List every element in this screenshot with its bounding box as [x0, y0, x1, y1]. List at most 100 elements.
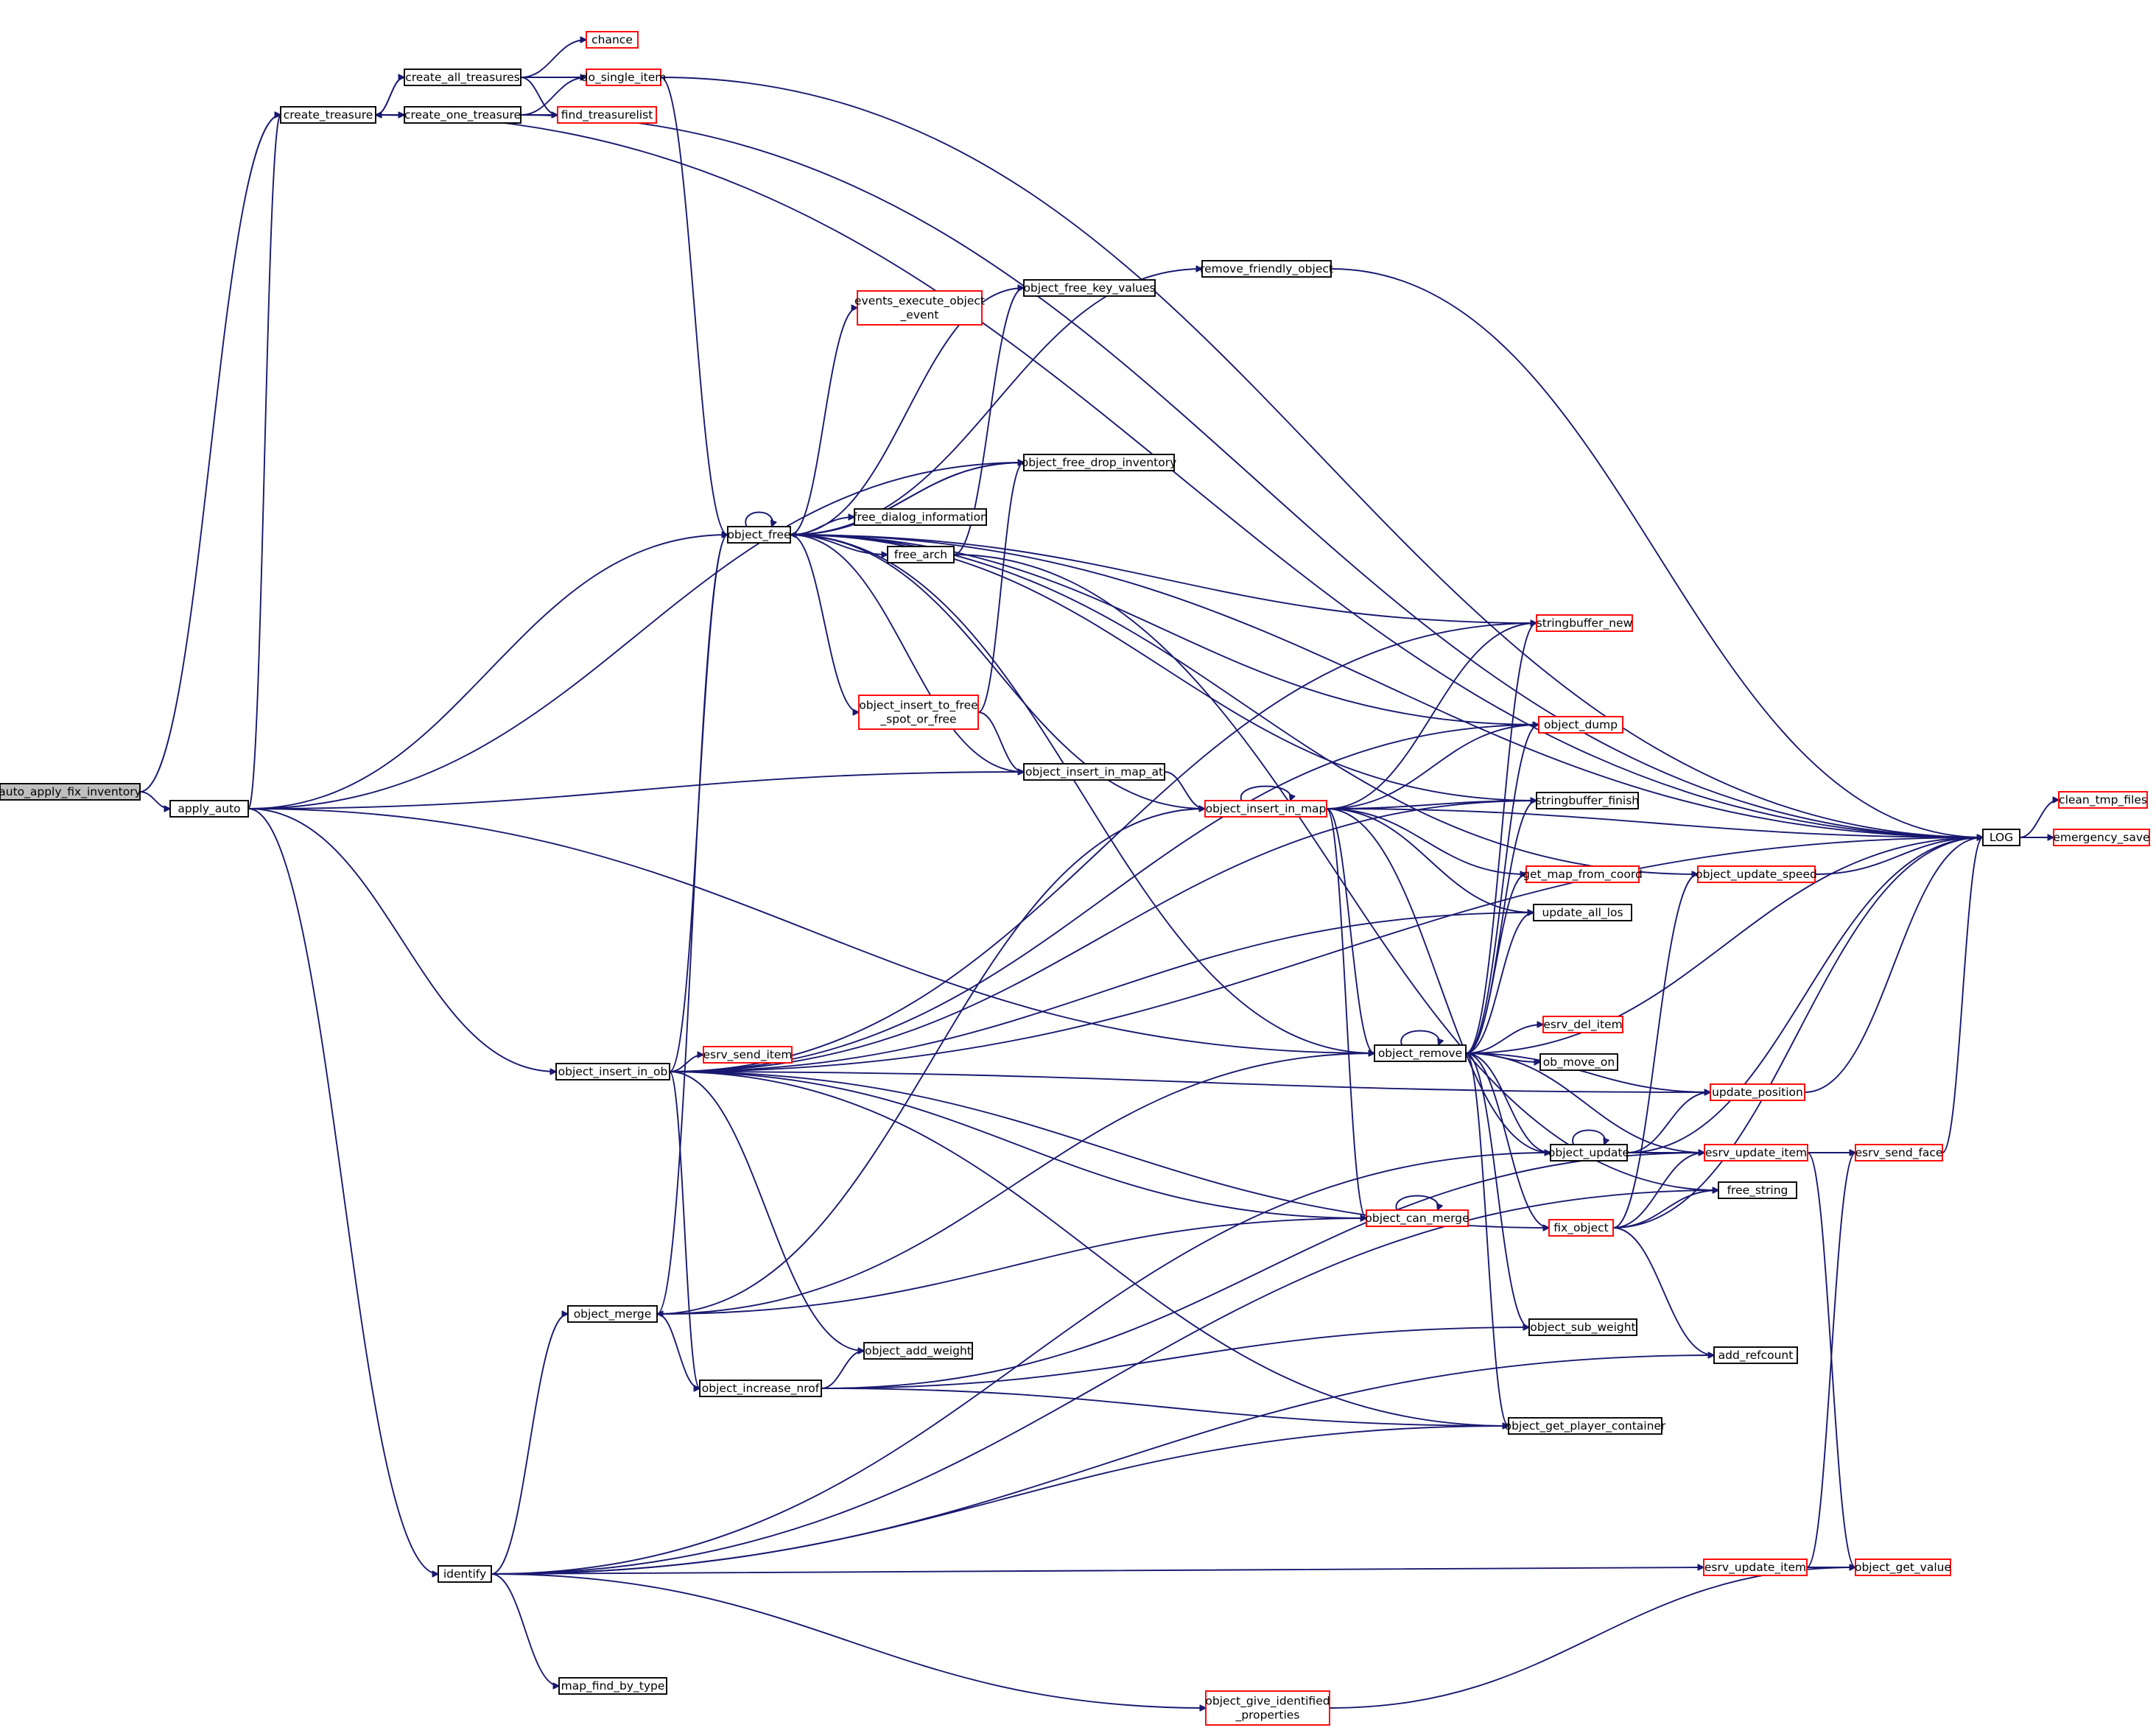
node-label: _event: [900, 309, 939, 323]
edge-path: [1465, 1053, 1551, 1153]
node-object-remove[interactable]: object_remove: [1374, 1044, 1467, 1062]
edge-path: [1400, 1030, 1439, 1046]
call-edge-object_merge-to-object_can_merge: [656, 1218, 1366, 1315]
node-esrv-update-item[interactable]: esrv_update_item: [1704, 1144, 1808, 1162]
call-edge-create_treasure-to-LOG: [375, 114, 1983, 837]
node-esrv-send-face[interactable]: esrv_send_face: [1855, 1144, 1943, 1162]
call-edge-identify-to-object_give_identified_properties: [491, 1573, 1206, 1708]
node-get-map-from-coord[interactable]: get_map_from_coord: [1523, 865, 1643, 883]
node-esrv-send-item[interactable]: esrv_send_item: [703, 1046, 793, 1064]
node-object-can-merge[interactable]: object_can_merge: [1365, 1209, 1469, 1227]
node-box: [586, 31, 639, 49]
edge-path: [375, 114, 1983, 837]
call-edge-esrv_send_face-to-LOG: [1942, 837, 1984, 1153]
call-edge-do_single_item-to-object_free: [660, 77, 728, 535]
node-object-give-identified-properties[interactable]: object_give_identified_properties: [1205, 1690, 1330, 1726]
node-find-treasurelist[interactable]: find_treasurelist: [557, 106, 657, 124]
call-edge-object_insert_in_map-to-object_insert_in_map: [1240, 785, 1291, 801]
node-object-insert-to-free-spot-or-free[interactable]: object_insert_to_free_spot_or_free: [858, 695, 979, 730]
node-box: [558, 1677, 667, 1695]
edge-path: [790, 534, 1983, 837]
node-box: [1508, 1417, 1662, 1435]
node-clean-tmp-files[interactable]: clean_tmp_files: [2058, 791, 2148, 809]
node-auto-apply-fix-inventory[interactable]: auto_apply_fix_inventory: [0, 783, 141, 801]
node-object-get-player-container[interactable]: object_get_player_container: [1505, 1417, 1666, 1435]
node-LOG[interactable]: LOG: [1982, 829, 2020, 846]
edge-path: [1465, 623, 1537, 1054]
node-object-insert-in-ob[interactable]: object_insert_in_ob: [555, 1063, 670, 1080]
node-update-position[interactable]: update_position: [1710, 1083, 1805, 1101]
node-chance[interactable]: chance: [586, 31, 639, 49]
node-label: object_update: [1548, 1146, 1629, 1160]
node-remove-friendly-object[interactable]: remove_friendly_object: [1200, 260, 1333, 278]
node-object-dump[interactable]: object_dump: [1538, 716, 1623, 734]
node-box: [169, 800, 249, 818]
edge-path: [669, 623, 1537, 1072]
edge-path: [790, 534, 1537, 801]
edge-path: [247, 808, 1374, 1053]
edge-path: [953, 288, 1024, 555]
edge-path: [1465, 1053, 1704, 1153]
node-label: object_add_weight: [865, 1344, 972, 1358]
edge-path: [1942, 837, 1984, 1153]
node-box: [1855, 1144, 1943, 1162]
node-events-execute-object-event[interactable]: events_execute_object_event: [854, 290, 985, 326]
call-edge-object_insert_in_ob-to-object_add_weight: [669, 1071, 864, 1351]
node-object-insert-in-map-at[interactable]: object_insert_in_map_at: [1023, 763, 1165, 781]
node-map-find-by-type[interactable]: map_find_by_type: [558, 1677, 667, 1695]
node-emergency-save[interactable]: emergency_save: [2053, 829, 2150, 846]
node-box: [2053, 829, 2150, 846]
edge-path: [491, 1314, 568, 1575]
edge-path: [1326, 808, 1367, 1218]
node-label: object_remove: [1378, 1047, 1462, 1061]
node-free-string[interactable]: free_string: [1718, 1181, 1797, 1199]
node-update-all-los[interactable]: update_all_los: [1533, 904, 1632, 921]
node-object-add-weight[interactable]: object_add_weight: [863, 1342, 973, 1360]
node-object-merge[interactable]: object_merge: [567, 1305, 658, 1323]
call-edge-object_insert_in_map-to-LOG: [1326, 808, 1983, 837]
node-do-single-item[interactable]: do_single_item: [581, 68, 667, 86]
node-stringbuffer-finish[interactable]: stringbuffer_finish: [1536, 792, 1639, 809]
node-esrv-del-item[interactable]: esrv_del_item: [1542, 1016, 1623, 1033]
node-free-arch[interactable]: free_arch: [887, 546, 955, 563]
node-object-insert-in-map[interactable]: object_insert_in_map: [1204, 800, 1327, 818]
node-esrv-update-item-2[interactable]: esrv_update_item: [1703, 1558, 1808, 1576]
node-object-get-value[interactable]: object_get_value: [1855, 1558, 1951, 1576]
node-add-refcount[interactable]: add_refcount: [1713, 1346, 1798, 1364]
node-free-dialog-information[interactable]: free_dialog_information: [853, 508, 988, 526]
call-edge-identify-to-add_refcount: [491, 1355, 1714, 1575]
node-object-free-key-values[interactable]: object_free_key_values: [1023, 279, 1156, 297]
node-label: object_dump: [1544, 718, 1618, 732]
node-create-one-treasure[interactable]: create_one_treasure: [404, 106, 522, 124]
call-edge-object_free-to-stringbuffer_finish: [790, 534, 1537, 801]
edge-path: [376, 77, 405, 115]
call-edge-object_merge-to-object_remove: [656, 1053, 1374, 1315]
node-stringbuffer-new[interactable]: stringbuffer_new: [1536, 614, 1633, 632]
node-apply-auto[interactable]: apply_auto: [169, 800, 249, 818]
node-object-increase-nrof[interactable]: object_increase_nrof: [699, 1380, 822, 1397]
node-object-sub-weight[interactable]: object_sub_weight: [1528, 1318, 1637, 1336]
node-fix-object[interactable]: fix_object: [1548, 1219, 1614, 1237]
node-label: free_arch: [894, 548, 947, 562]
node-create-treasure[interactable]: create_treasure: [280, 106, 376, 124]
edge-path: [1465, 913, 1534, 1054]
call-edge-apply_auto-to-object_remove: [247, 808, 1374, 1053]
call-edge-object_insert_in_ob-to-object_get_player_container: [669, 1071, 1509, 1426]
edge-path: [1326, 808, 1526, 874]
call-edge-object_insert_to_free_spot_or_free-to-object_free_drop_inventory: [977, 463, 1024, 713]
node-object-free[interactable]: object_free: [727, 526, 791, 544]
call-edge-object_remove-to-object_update: [1465, 1053, 1551, 1153]
node-object-update-speed[interactable]: object_update_speed: [1696, 865, 1817, 883]
edge-path: [247, 808, 438, 1574]
call-edge-object_insert_in_map_at-to-object_insert_in_map: [1164, 771, 1205, 809]
node-label: update_position: [1712, 1086, 1803, 1100]
node-ob-move-on[interactable]: ob_move_on: [1539, 1053, 1618, 1071]
call-edge-object_insert_in_map-to-object_merge: [657, 808, 1206, 1314]
node-identify[interactable]: identify: [438, 1565, 492, 1583]
call-edge-fix_object-to-add_refcount: [1612, 1227, 1714, 1355]
node-create-all-treasures[interactable]: create_all_treasures: [404, 68, 522, 86]
node-object-free-drop-inventory[interactable]: object_free_drop_inventory: [1022, 454, 1177, 471]
node-box: [2058, 791, 2148, 809]
node-object-update[interactable]: object_update: [1548, 1144, 1629, 1162]
